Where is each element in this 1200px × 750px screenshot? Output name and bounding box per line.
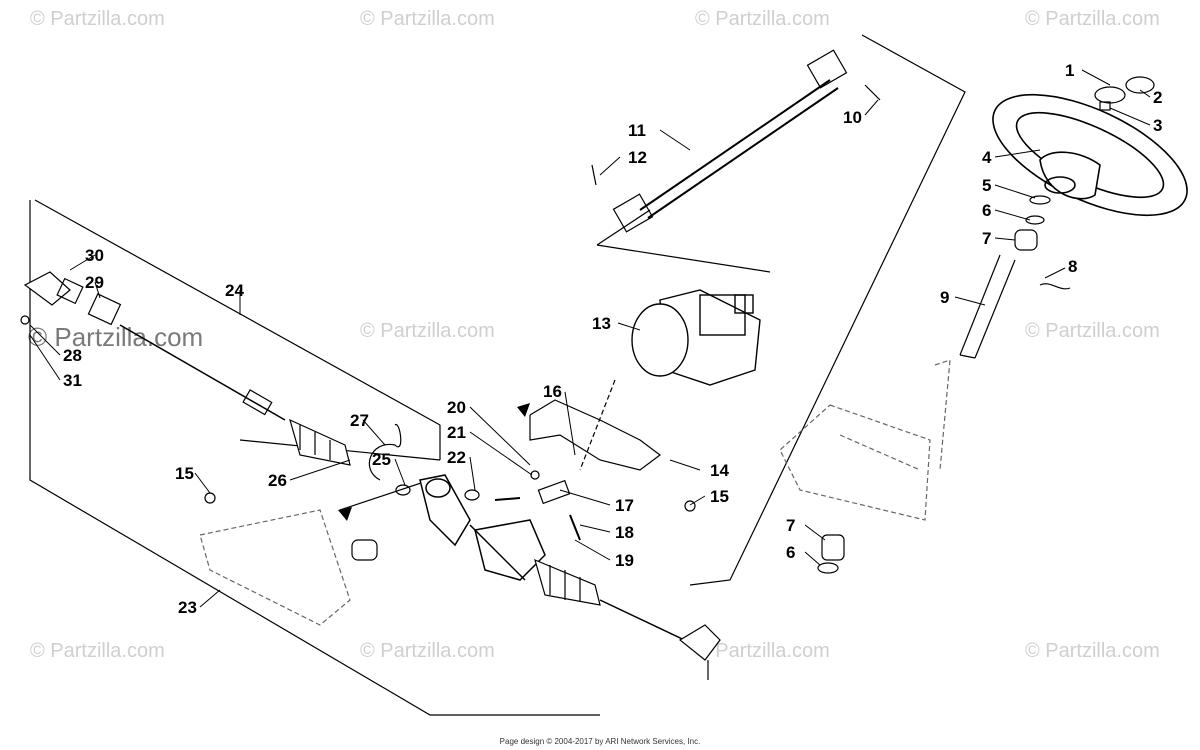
callout-13: 13 [592,314,611,333]
callout-14: 14 [710,461,729,480]
callout-15: 15 [710,487,729,506]
callout-8: 8 [1068,257,1077,276]
callout-21: 21 [447,423,466,442]
watermark: © Partzilla.com [695,640,830,662]
callout-7: 7 [982,229,991,248]
power-steering-motor [631,289,761,386]
steering-rack [419,474,546,581]
watermark: © Partzilla.com [30,640,165,662]
bolt [864,84,881,101]
callout-20: 20 [447,398,466,417]
washer [395,484,411,496]
footer-copyright: Page design © 2004-2017 by ARI Network S… [499,737,701,746]
bolt-head [204,492,216,504]
tie-rod-end-left [20,271,122,326]
tie-rod-nut [242,389,273,416]
lower-bushing [821,534,845,561]
callout-29: 29 [85,273,104,292]
cable-tie [368,424,402,481]
watermark: © Partzilla.com [30,8,165,30]
callout-6b: 6 [786,543,795,562]
callout-2: 2 [1153,88,1162,107]
callout-4: 4 [982,148,992,167]
mount-bushing [351,539,378,561]
callout-24: 24 [225,281,244,300]
watermark: © Partzilla.com [360,8,495,30]
rack-boot-right [534,558,601,606]
bolt [569,514,581,541]
callout-18: 18 [615,523,634,542]
washer [464,489,480,501]
callout-26: 26 [268,471,287,490]
bolt-head [684,500,696,512]
lower-u-joint [612,193,654,233]
tie-rod-end-right [678,624,721,661]
watermark: © Partzilla.com [360,320,495,342]
callout-12: 12 [628,148,647,167]
callout-30: 30 [85,246,104,265]
intermediate-shaft [639,79,831,211]
watermark: © Partzilla.com [1025,8,1160,30]
marker-triangle [338,507,352,521]
callout-31: 31 [63,371,82,390]
watermark: © Partzilla.com [1025,320,1160,342]
watermark: © Partzilla.com [695,8,830,30]
bolt [530,470,540,480]
callout-9: 9 [940,288,949,307]
callout-27: 27 [350,411,369,430]
callout-11: 11 [628,121,646,140]
callout-16: 16 [543,382,562,401]
tie-rod-right [599,599,696,646]
spring-washer [1029,195,1051,205]
callout-10: 10 [843,108,862,127]
callout-1: 1 [1065,61,1074,80]
rack-group-frame [29,200,600,716]
rack-boot-left [289,418,351,466]
frame-mount-bracket [199,509,351,626]
callout-labels: 1 2 3 4 5 6 7 8 9 10 11 12 13 14 15 16 1… [63,61,1162,617]
callout-19: 19 [615,551,634,570]
mount-bracket [529,379,661,471]
tie-rod-left [119,324,286,421]
column-shaft [959,254,1001,356]
shaft-group-frame-line [596,244,771,273]
bolt [494,497,521,501]
lower-washer [817,562,839,574]
watermark-main: © Partzilla.com [28,322,204,352]
callout-6: 6 [982,201,991,220]
wheel-group-frame [689,34,966,586]
upper-u-joint [806,49,848,89]
callout-3: 3 [1153,116,1162,135]
callout-7b: 7 [786,516,795,535]
callout-17: 17 [615,496,634,515]
watermark: © Partzilla.com [1025,640,1160,662]
clip [1039,283,1071,290]
callout-5: 5 [982,176,991,195]
column-bracket [779,359,951,521]
center-cap [1094,86,1126,104]
callout-25: 25 [372,450,391,469]
callout-15b: 15 [175,464,194,483]
washer [1025,215,1045,225]
clamp [537,479,571,505]
wheel-nut [1099,101,1111,111]
callout-23: 23 [178,598,197,617]
callout-28: 28 [63,346,82,365]
steering-wheel [992,93,1188,217]
bushing [1014,229,1038,251]
bolt [591,164,597,186]
marker-triangle [517,403,530,417]
callout-22: 22 [447,448,466,467]
watermark: © Partzilla.com [360,640,495,662]
emblem [1125,76,1155,94]
